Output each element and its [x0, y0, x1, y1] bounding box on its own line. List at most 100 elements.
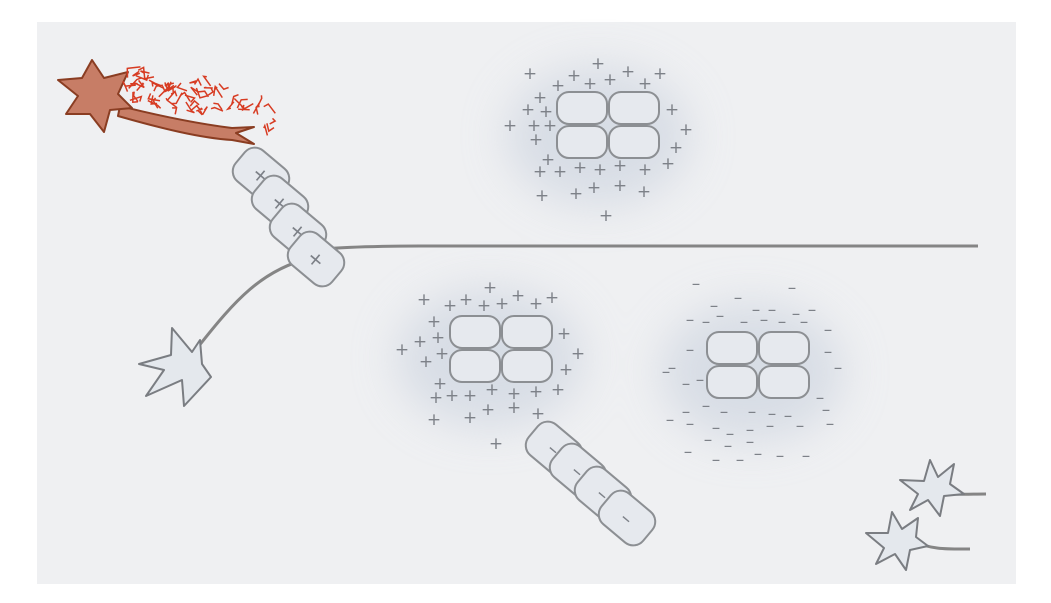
cluster-sign: –	[752, 300, 761, 320]
cluster-sign: –	[808, 300, 817, 320]
tangle-fiber	[213, 102, 223, 111]
cluster-sign: +	[638, 74, 652, 94]
cluster-sign: +	[535, 186, 549, 206]
cluster-sign: –	[834, 358, 843, 378]
tangle-fiber	[166, 89, 178, 101]
tangle-fiber	[132, 70, 141, 77]
cluster-sign: –	[682, 402, 691, 422]
cluster-sign: –	[760, 310, 769, 330]
cluster-sign: –	[736, 450, 745, 470]
cluster-sign: –	[682, 374, 691, 394]
cluster-sign: –	[686, 414, 695, 434]
cluster-sign: +	[477, 296, 491, 316]
tangle-fiber	[171, 92, 183, 105]
cluster-sign: +	[507, 384, 521, 404]
cluster-sign: +	[669, 138, 683, 158]
cluster-sign: –	[824, 342, 833, 362]
tangle-fiber	[140, 70, 150, 74]
cluster-sign: –	[666, 410, 675, 430]
cluster-sign: +	[419, 352, 433, 372]
cluster-sign: –	[746, 432, 755, 452]
cluster-sign: –	[686, 310, 695, 330]
cluster-cell	[706, 331, 758, 365]
cluster-sign: –	[802, 446, 811, 466]
cluster-sign: –	[726, 424, 735, 444]
cluster-sign: –	[684, 442, 693, 462]
cluster-sign: +	[523, 64, 537, 84]
cluster-sign: +	[445, 386, 459, 406]
cluster-sign: +	[541, 150, 555, 170]
tangle-fiber	[190, 86, 198, 96]
tangle-fiber	[147, 93, 161, 102]
cluster-cell	[449, 315, 501, 349]
tangle-fiber	[225, 101, 235, 111]
cluster-sign: +	[553, 162, 567, 182]
tangle-fiber	[122, 80, 129, 92]
tangle-fiber	[129, 95, 143, 102]
tangle-fiber	[152, 97, 159, 109]
cluster-sign: –	[740, 312, 749, 332]
tangle-fiber	[218, 83, 229, 91]
cluster-sign: +	[527, 116, 541, 136]
tangle-fiber	[186, 109, 195, 114]
tangle-fiber	[212, 86, 218, 97]
neuron-bottom-right-1	[899, 459, 965, 517]
tangle-fiber	[201, 106, 208, 115]
tangle-fiber	[136, 79, 145, 89]
cluster-sign: –	[668, 358, 677, 378]
cell-block	[556, 91, 660, 159]
cluster-sign: +	[413, 332, 427, 352]
cluster-sign: +	[427, 312, 441, 332]
tangle-fiber	[236, 98, 248, 109]
tangle-fiber	[263, 103, 276, 114]
cluster-sign: –	[826, 414, 835, 434]
tangle-fiber	[137, 66, 146, 79]
cluster-sign: +	[529, 382, 543, 402]
cluster-sign: +	[551, 380, 565, 400]
tangle-fiber	[128, 77, 142, 89]
tangle-fiber	[185, 101, 198, 112]
chain-cell-body	[597, 489, 657, 547]
cluster-cell	[501, 315, 553, 349]
cluster-sign: +	[653, 64, 667, 84]
cluster-top-positive: +++++++++++++++++++++++++++++++++	[503, 54, 693, 226]
cluster-sign: +	[637, 182, 651, 202]
cluster-sign: +	[557, 324, 571, 344]
cluster-sign: –	[704, 430, 713, 450]
cluster-sign: +	[638, 160, 652, 180]
cluster-sign: +	[417, 290, 431, 310]
cluster-sign: –	[784, 406, 793, 426]
cluster-sign: +	[463, 386, 477, 406]
tangle-fiber	[147, 99, 162, 109]
cluster-sign: +	[599, 206, 613, 226]
cluster-cell	[556, 125, 608, 159]
cluster-sign: +	[543, 116, 557, 136]
tangle-fibers	[122, 66, 277, 136]
cluster-sign: +	[583, 74, 597, 94]
cluster-sign: +	[591, 54, 605, 74]
cluster-sign: +	[533, 162, 547, 182]
cluster-sign: –	[734, 288, 743, 308]
cluster-sign: +	[613, 156, 627, 176]
cluster-sign: +	[435, 344, 449, 364]
cluster-sign: +	[531, 404, 545, 424]
cluster-cell	[758, 331, 810, 365]
cluster-sign: –	[766, 416, 775, 436]
cluster-sign: +	[559, 360, 573, 380]
tangle-fiber	[237, 108, 250, 111]
cluster-middle-positive: ++++++++++++++++++++++++++++++++	[395, 278, 585, 454]
cluster-sign: –	[746, 420, 755, 440]
tangle-fiber	[161, 85, 174, 93]
cluster-sign: +	[481, 400, 495, 420]
tangle-fiber	[269, 117, 277, 125]
cluster-sign: –	[692, 274, 701, 294]
chain-cell-body	[286, 230, 346, 288]
tangle-fiber	[196, 107, 204, 112]
cluster-sign: –	[686, 340, 695, 360]
tangle-fiber	[207, 87, 214, 96]
tangle-fiber	[257, 95, 263, 106]
tangle-fiber	[153, 84, 164, 92]
cluster-sign: +	[621, 62, 635, 82]
tangle-fiber	[203, 86, 213, 89]
